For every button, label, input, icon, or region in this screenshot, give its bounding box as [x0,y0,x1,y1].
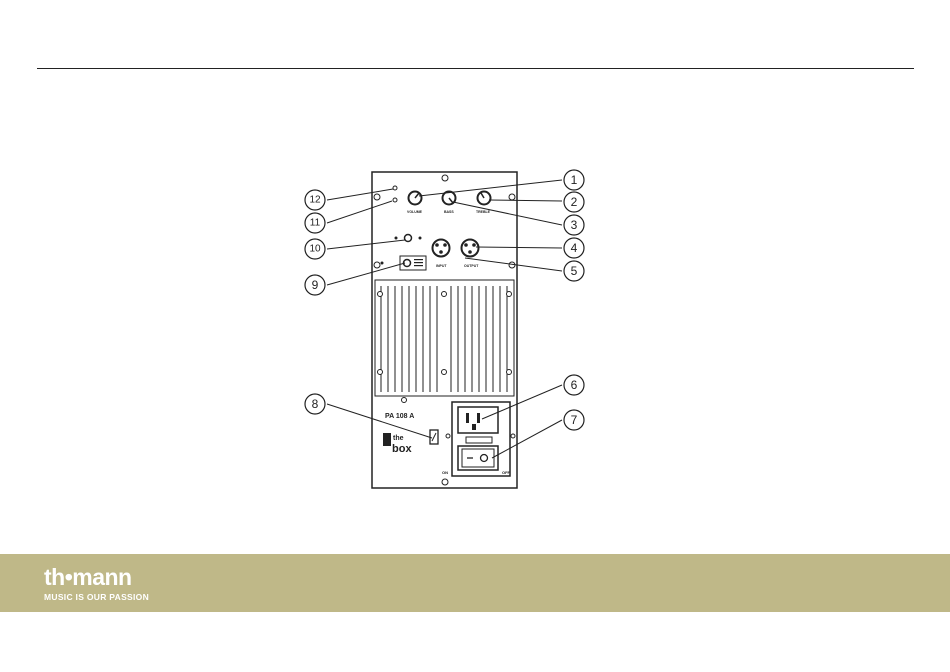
model-label: PA 108 A [385,413,414,420]
callout-7-number: 7 [571,413,578,427]
bass-label: BASS [444,210,454,214]
xlr-output-socket[interactable] [462,240,479,257]
screw-right-upper [509,194,515,200]
callout-2-number: 2 [571,195,578,209]
ground-symbol [402,398,407,403]
screw-left-mid [374,262,380,268]
callout-3-number: 3 [571,218,578,232]
callout-1-number: 1 [571,173,578,187]
xlr-input-socket[interactable] [433,240,450,257]
screw-left-upper [374,194,380,200]
power-on-label: ON [442,470,448,475]
callout-5-number: 5 [571,264,578,278]
screw-bottom [442,479,448,485]
treble-label: TREBLE [476,210,491,214]
callout-11-number: 11 [310,218,321,229]
power-led [393,186,397,190]
output-label: OUTPUT [464,264,479,268]
callout-12-number: 12 [309,195,321,206]
ground-lift-switch[interactable] [405,235,412,242]
callout-9-number: 9 [312,278,319,292]
brand-logo-mark [383,433,391,446]
callout-4-number: 4 [571,241,578,255]
power-off-label: OFF [502,470,511,475]
limit-led [393,198,397,202]
callout-10-number: 10 [309,244,321,255]
volume-label: VOLUME [407,210,423,214]
callout-8-number: 8 [312,397,319,411]
fuse-holder[interactable] [466,437,492,443]
screw-top [442,175,448,181]
input-label: INPUT [436,264,447,268]
thomann-logo: th•mann MUSIC IS OUR PASSION [44,565,149,602]
logo-wordmark: th•mann [44,565,149,589]
logo-tagline: MUSIC IS OUR PASSION [44,592,149,602]
callout-6-number: 6 [571,378,578,392]
brand-logo-the: the [393,435,404,442]
brand-logo-box: box [392,443,412,455]
